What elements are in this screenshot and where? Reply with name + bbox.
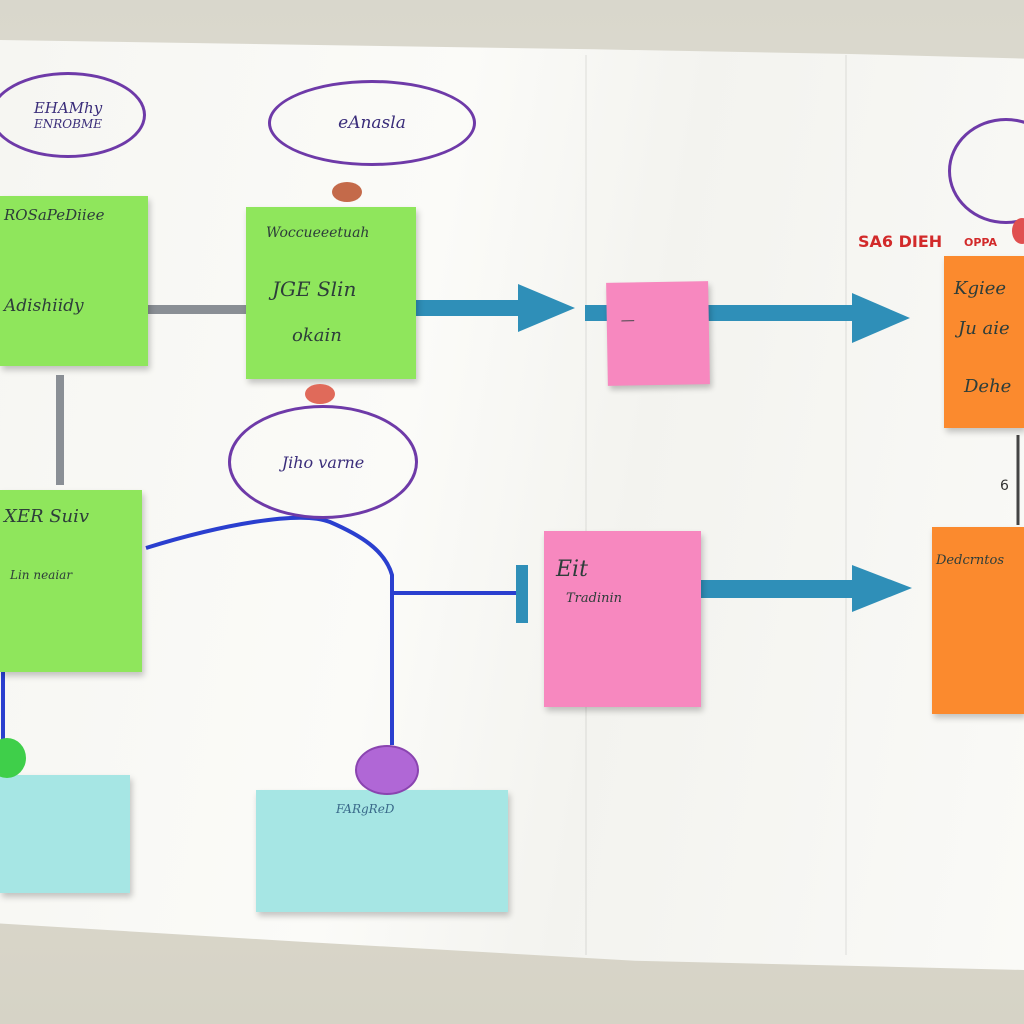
- bubble-top-middle: eAnasla: [268, 80, 476, 166]
- label-red-top-right: SA6 DIEH: [858, 232, 943, 251]
- note-line: Kgiee: [954, 278, 1007, 299]
- note-title: Eit: [556, 557, 588, 582]
- magnet-purple-icon: [355, 745, 419, 795]
- note-line: okain: [292, 325, 342, 346]
- arrow-pink-to-orange-bottom: [700, 565, 912, 612]
- note-line: Dehe: [964, 376, 1012, 397]
- paper-fold: [585, 55, 587, 955]
- note-cyan-bottom-left: [0, 775, 130, 893]
- paper-fold: [845, 55, 847, 955]
- note-orange-top-right: Kgiee Ju aie Dehe: [944, 256, 1024, 428]
- bubble-text-line: ENROBME: [34, 117, 102, 131]
- note-line: JGE Slin: [272, 277, 357, 301]
- bubble-top-left: EHAMhy ENROBME: [0, 72, 146, 158]
- paper-sheet: [0, 40, 1024, 970]
- bubble-text: eAnasla: [338, 113, 406, 133]
- note-body: Adishiidy: [4, 296, 84, 316]
- note-green-top-left: ROSaPeDiiee Adishiidy: [0, 196, 148, 366]
- note-title: ROSaPeDiiee: [4, 206, 105, 224]
- note-cyan-bottom-middle: FARgReD: [256, 790, 508, 912]
- bubble-middle: Jiho varne: [228, 405, 418, 519]
- note-text: FARgReD: [336, 802, 395, 816]
- note-title: XER Suiv: [4, 506, 90, 527]
- note-pink-middle: Eit Tradinin: [544, 531, 701, 707]
- pin-icon: [305, 384, 335, 404]
- arrow-stub-left: [516, 565, 528, 623]
- connector-bar-top-left: [146, 305, 250, 314]
- note-title: Woccueeetuah: [266, 225, 370, 241]
- bubble-text: Jiho varne: [281, 452, 365, 472]
- side-mark: 6: [1000, 478, 1009, 494]
- label-red-small: OPPA: [964, 236, 997, 249]
- arrow-green-to-pink: [415, 284, 575, 332]
- note-pink-top: —: [606, 281, 710, 386]
- note-green-top-middle: Woccueeetuah JGE Slin okain: [246, 207, 416, 379]
- note-body: Tradinin: [566, 591, 623, 606]
- note-line: Ju aie: [958, 318, 1010, 339]
- note-text: —: [620, 312, 635, 329]
- pin-icon: [1012, 218, 1024, 244]
- note-green-bottom-left: XER Suiv Lin neaiar: [0, 490, 142, 672]
- note-text: Dedcrntos: [936, 553, 1005, 568]
- bubble-text-line: EHAMhy: [33, 99, 103, 117]
- note-orange-bottom-right: Dedcrntos: [932, 527, 1024, 714]
- pin-icon: [332, 182, 362, 202]
- note-body: Lin neaiar: [10, 568, 73, 582]
- connector-pole-left: [56, 375, 64, 485]
- connector-blue-curve: [145, 515, 394, 745]
